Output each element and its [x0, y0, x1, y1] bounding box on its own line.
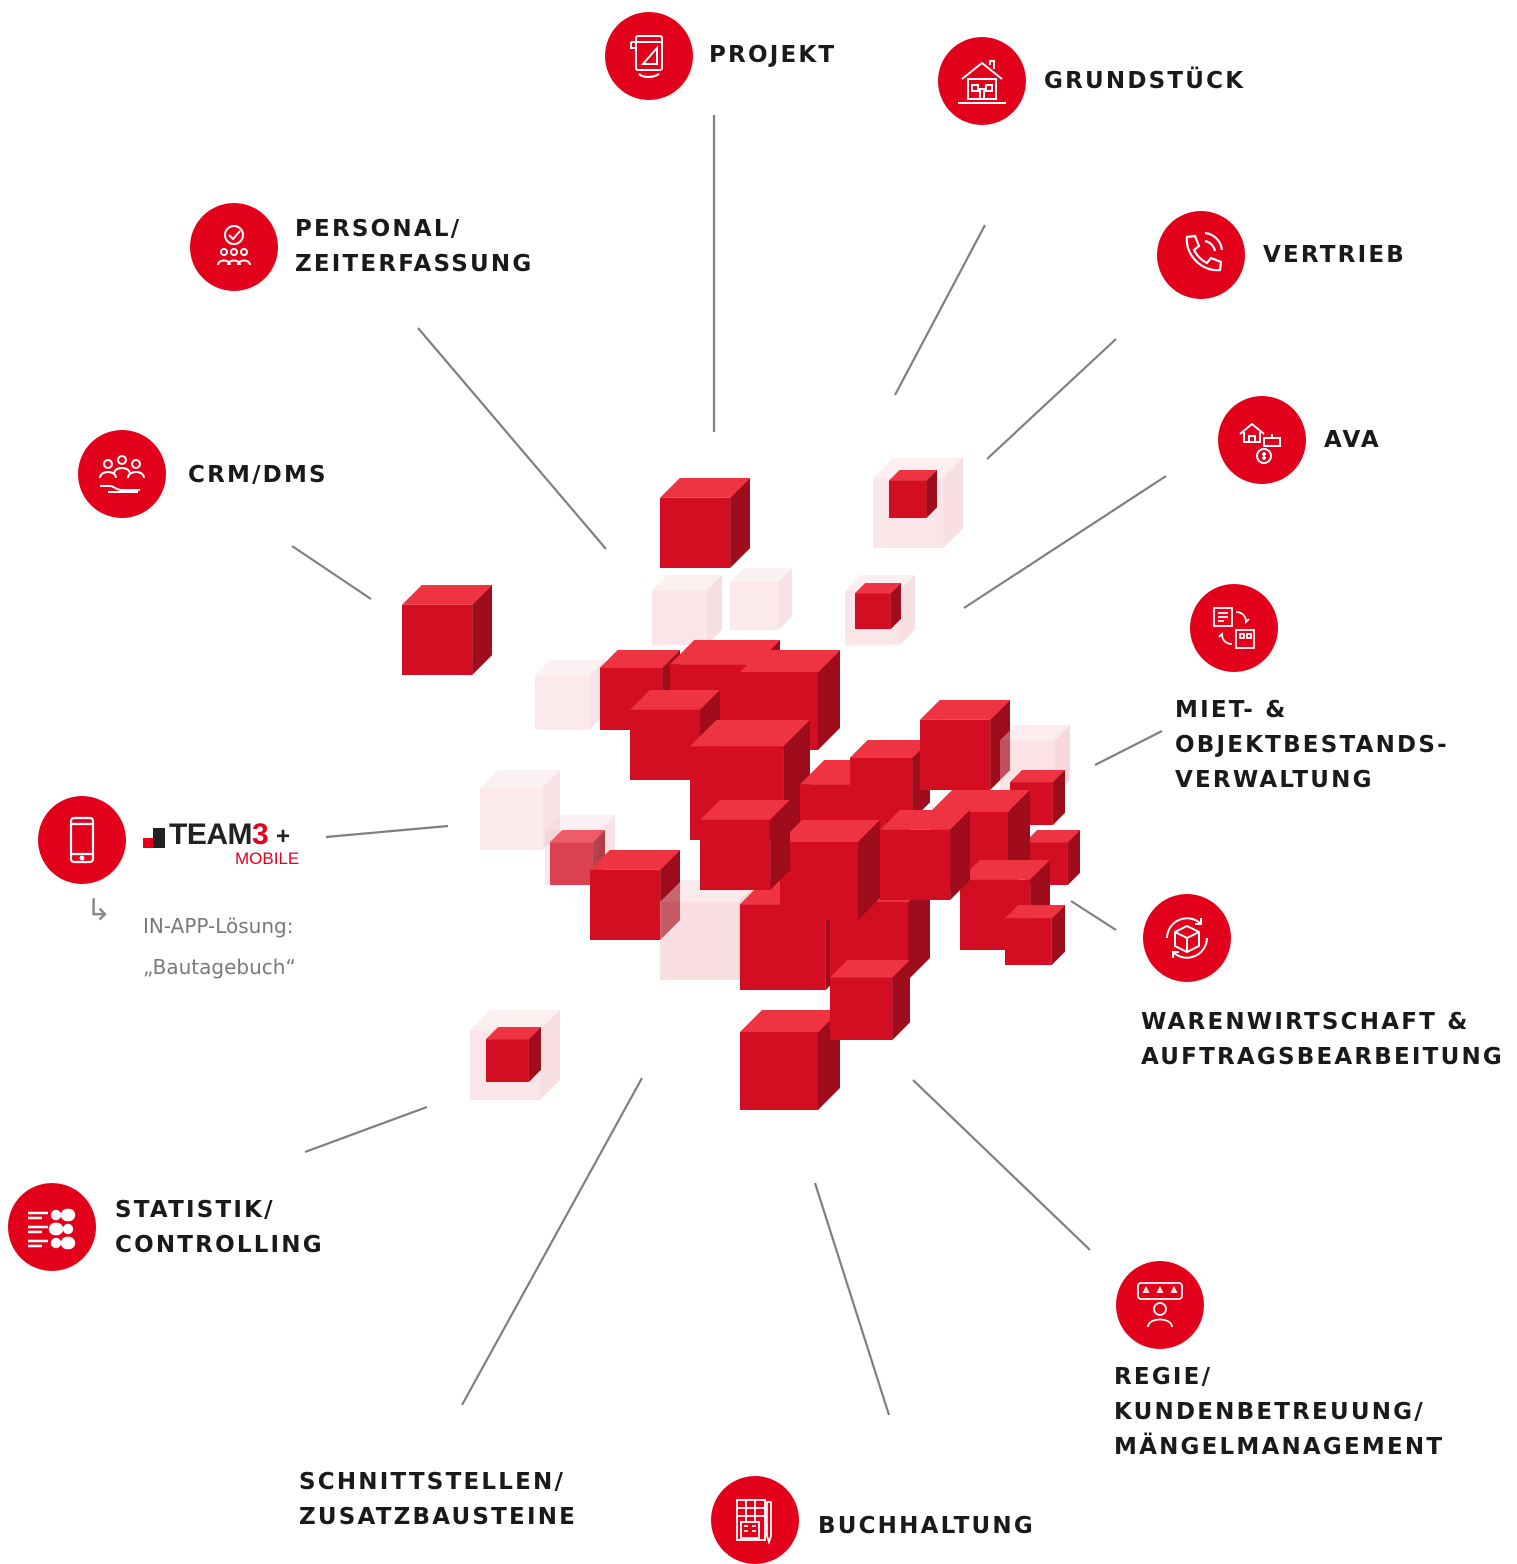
- phone-icon: [1157, 211, 1245, 299]
- module-label-line: AVA: [1324, 427, 1381, 453]
- cube: [486, 1027, 541, 1082]
- team3-word: TEAM: [169, 818, 253, 851]
- people-hand-icon: [78, 430, 166, 518]
- cube: [535, 660, 605, 730]
- cube: [830, 960, 910, 1040]
- module-label-line: AUFTRAGSBEARBEITUNG: [1141, 1044, 1504, 1070]
- smartphone-icon: [38, 796, 126, 884]
- module-label-line: PERSONAL/: [295, 216, 462, 242]
- module-label-line: ZUSATZBAUSTEINE: [299, 1504, 578, 1530]
- team3-mobile-sub: MOBILE: [235, 849, 300, 868]
- cube: [652, 575, 722, 645]
- team3-digit: 3: [252, 818, 269, 851]
- mobile-note-line1: IN-APP-Lösung:: [143, 914, 294, 938]
- module-label-line: OBJEKTBESTANDS-: [1175, 732, 1449, 758]
- cube: [850, 740, 930, 820]
- connector-personal: [417, 327, 607, 550]
- team3-wordmark: TEAM3 +: [169, 818, 290, 852]
- cube: [920, 700, 1010, 790]
- arrow-icon: ↳: [86, 893, 112, 928]
- team3-logo-mark-icon: [143, 828, 165, 848]
- module-label-line: REGIE/: [1114, 1364, 1213, 1390]
- calculator-icon: [711, 1476, 799, 1564]
- module-label-line: SCHNITTSTELLEN/: [299, 1469, 566, 1495]
- cube: [402, 585, 492, 675]
- cube: [740, 1010, 840, 1110]
- package-cycle-icon: [1143, 894, 1231, 982]
- connector-warenwirtschaft: [1070, 900, 1117, 931]
- connector-schnittstellen: [461, 1077, 643, 1406]
- connector-regie: [912, 1079, 1091, 1251]
- module-label-line: CRM/DMS: [188, 462, 328, 488]
- module-label-line: MIET- &: [1175, 697, 1288, 723]
- mobile-note-line2: „Bautagebuch“: [143, 955, 296, 979]
- house-plot-icon: [938, 37, 1026, 125]
- module-label-line: ZEITERFASSUNG: [295, 251, 534, 277]
- customer-rating-icon: [1116, 1261, 1204, 1349]
- cube: [660, 478, 750, 568]
- module-label-line: WARENWIRTSCHAFT &: [1141, 1009, 1470, 1035]
- cube: [1010, 770, 1065, 825]
- module-label-line: STATISTIK/: [115, 1197, 275, 1223]
- connector-ava: [963, 475, 1167, 609]
- module-label-line: VERTRIEB: [1263, 242, 1406, 268]
- cube: [1005, 905, 1065, 965]
- connector-mobile: [325, 824, 449, 839]
- team3-mobile-logo: TEAM3 + MOBILE: [143, 818, 318, 870]
- team3-plus: +: [276, 823, 290, 850]
- team-check-icon: [190, 203, 278, 291]
- connector-crm: [291, 545, 372, 600]
- cube: [855, 583, 901, 629]
- cube: [480, 770, 560, 850]
- connector-vertrieb: [986, 338, 1117, 460]
- module-label-line: GRUNDSTÜCK: [1044, 68, 1246, 94]
- module-label-line: CONTROLLING: [115, 1232, 324, 1258]
- connector-buchhaltung: [813, 1182, 891, 1416]
- connector-statistik: [304, 1105, 428, 1154]
- cube: [780, 820, 880, 920]
- cube: [700, 800, 790, 890]
- house-money-icon: [1218, 396, 1306, 484]
- connector-grundstueck: [894, 224, 986, 396]
- module-label-line: PROJEKT: [709, 42, 837, 68]
- cube: [889, 470, 937, 518]
- property-management-icon: [1190, 584, 1278, 672]
- cube: [880, 810, 970, 900]
- connector-miet: [1094, 730, 1163, 766]
- blueprint-icon: [605, 12, 693, 100]
- module-label-line: KUNDENBETREUUNG/: [1114, 1399, 1425, 1425]
- module-label-line: BUCHHALTUNG: [818, 1513, 1035, 1539]
- checklist-icon: [8, 1183, 96, 1271]
- cube: [730, 568, 792, 630]
- cube: [590, 850, 680, 940]
- module-label-line: MÄNGELMANAGEMENT: [1114, 1434, 1445, 1460]
- module-label-line: VERWALTUNG: [1175, 767, 1374, 793]
